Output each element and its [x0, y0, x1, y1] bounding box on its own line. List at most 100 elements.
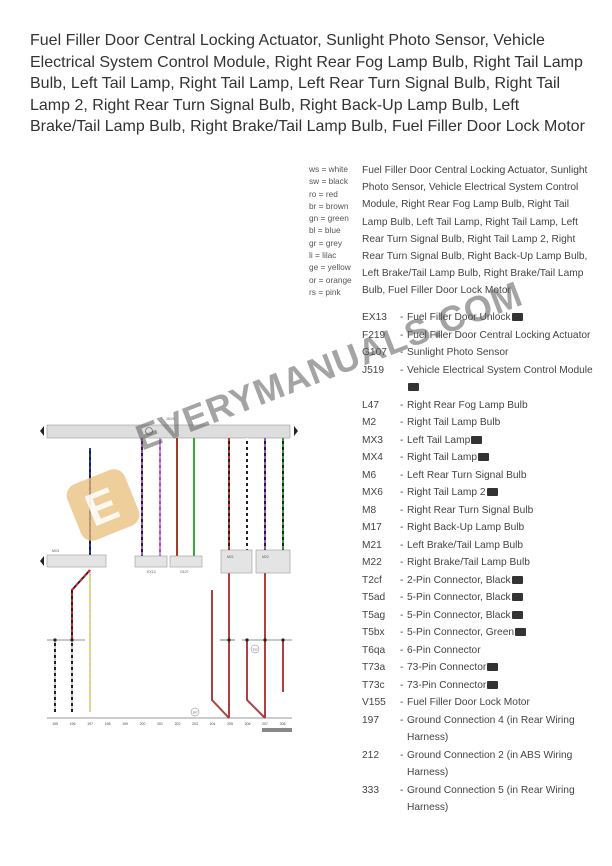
legend-item: bl = blue — [309, 225, 341, 236]
component-desc: Right Rear Fog Lamp Bulb — [407, 397, 597, 415]
separator: - — [400, 784, 404, 796]
component-code: EX13 — [362, 312, 387, 323]
component-code: M22 — [362, 557, 382, 568]
junction-dot — [53, 638, 57, 642]
component-desc: 73-Pin Connector — [407, 659, 597, 677]
camera-icon[interactable] — [511, 610, 523, 619]
legend-item: gr = grey — [309, 237, 342, 248]
component-entry: T73c-73-Pin Connector — [362, 677, 597, 695]
component-desc-text: 6-Pin Connector — [407, 644, 481, 656]
component-code: J519 — [362, 364, 385, 376]
component-desc: 5-Pin Connector, Green — [407, 624, 597, 642]
component-code: M8 — [362, 504, 377, 516]
component-desc-text: 5-Pin Connector, Black — [407, 592, 511, 603]
separator: - — [400, 399, 404, 411]
component-desc: Left Tail Lamp — [407, 432, 597, 450]
component-code: T5bx — [362, 627, 385, 638]
camera-icon[interactable] — [511, 575, 523, 584]
junction-dot — [70, 638, 74, 642]
component-entry: L47 -Right Rear Fog Lamp Bulb — [362, 397, 597, 415]
separator: - — [400, 364, 404, 376]
component-desc-text: 73-Pin Connector — [407, 679, 487, 691]
separator: - — [400, 679, 404, 691]
camera-icon[interactable] — [487, 680, 499, 689]
ex13-label: EX13 — [147, 570, 156, 574]
component-desc-text: Ground Connection 4 (in Rear Wiring Harn… — [407, 714, 575, 744]
m21-label: M21 — [227, 555, 234, 559]
component-desc-text: Fuel Filler Door Unlock — [407, 312, 511, 323]
column-number: 205 — [227, 722, 233, 726]
component-desc-text: Fuel Filler Door Lock Motor — [407, 697, 530, 708]
column-number: 195 — [52, 722, 58, 726]
component-entry: M6-Left Rear Turn Signal Bulb — [362, 467, 597, 485]
component-desc: Right Brake/Tail Lamp Bulb — [407, 554, 597, 572]
g107-label: G107 — [180, 570, 189, 574]
component-code: M17 — [362, 522, 382, 533]
component-desc: 6-Pin Connector — [407, 642, 597, 660]
wire — [211, 590, 230, 719]
column-number: 206 — [245, 722, 251, 726]
separator: - — [400, 627, 404, 638]
continuation-arrow-right — [294, 426, 298, 436]
m21-box — [220, 549, 253, 574]
control-module-bar — [46, 424, 291, 439]
camera-icon[interactable] — [515, 628, 527, 636]
ground-197-marker — [190, 707, 200, 717]
component-desc: Ground Connection 2 (in ABS Wiring Harne… — [407, 747, 597, 782]
component-desc-text: Left Rear Turn Signal Bulb — [407, 469, 527, 481]
component-code: T5ad — [362, 592, 386, 603]
separator: - — [400, 662, 404, 673]
component-entry: 197-Ground Connection 4 (in Rear Wiring … — [362, 712, 597, 747]
component-entry: MX6-Right Tail Lamp 2 — [362, 484, 597, 502]
ground-197-label: 197 — [192, 711, 197, 715]
component-desc-text: 2-Pin Connector, Black — [407, 574, 511, 586]
component-entry: J519-Vehicle Electrical System Control M… — [362, 362, 597, 397]
bus-label: J519 — [166, 416, 175, 421]
component-entry: M2-Right Tail Lamp Bulb — [362, 414, 597, 432]
component-entry: V155-Fuel Filler Door Lock Motor — [362, 694, 597, 712]
component-desc-text: Ground Connection 2 (in ABS Wiring Harne… — [407, 749, 573, 779]
component-desc: Ground Connection 4 (in Rear Wiring Harn… — [407, 712, 597, 747]
component-code: L47 — [362, 399, 379, 411]
component-entry: T6qa-6-Pin Connector — [362, 642, 597, 660]
separator: - — [400, 312, 404, 323]
ex13-box — [134, 555, 168, 568]
separator: - — [400, 469, 404, 481]
component-desc-text: Right Back-Up Lamp Bulb — [407, 522, 525, 533]
component-desc-text: Fuel Filler Door Central Locking Actuato… — [407, 329, 591, 341]
column-number: 196 — [70, 722, 76, 726]
camera-icon[interactable] — [478, 453, 490, 461]
component-desc-text: 5-Pin Connector, Green — [407, 627, 515, 638]
continuation-arrow-left — [40, 556, 44, 566]
camera-icon[interactable] — [511, 313, 523, 321]
m22-box — [255, 549, 291, 574]
separator: - — [400, 434, 404, 446]
separator: - — [400, 417, 404, 428]
column-number: 207 — [262, 722, 268, 726]
component-code: F219 — [362, 329, 386, 341]
junction-dot — [263, 638, 267, 642]
column-number: 204 — [210, 722, 216, 726]
component-entry: T5bx -5-Pin Connector, Green — [362, 624, 597, 642]
component-code: MX4 — [362, 452, 383, 463]
separator: - — [400, 644, 404, 656]
component-code: V155 — [362, 697, 386, 708]
page-title: Fuel Filler Door Central Locking Actuato… — [30, 32, 585, 136]
component-desc: Sunlight Photo Sensor — [407, 344, 597, 362]
component-desc: Fuel Filler Door Unlock — [407, 309, 597, 327]
camera-icon[interactable] — [408, 383, 419, 391]
camera-icon[interactable] — [487, 663, 499, 671]
camera-icon[interactable] — [511, 593, 523, 601]
component-entry: MX3-Left Tail Lamp — [362, 432, 597, 450]
component-entry: G107-Sunlight Photo Sensor — [362, 344, 597, 362]
camera-icon[interactable] — [471, 435, 483, 444]
component-entry: EX13 -Fuel Filler Door Unlock — [362, 309, 597, 327]
wire-stripe — [71, 569, 91, 640]
separator: - — [400, 714, 404, 726]
legend-item: li = lilac — [309, 250, 337, 261]
component-code: 333 — [362, 784, 379, 796]
legend-item: or = orange — [309, 274, 352, 285]
camera-icon[interactable] — [486, 488, 498, 496]
